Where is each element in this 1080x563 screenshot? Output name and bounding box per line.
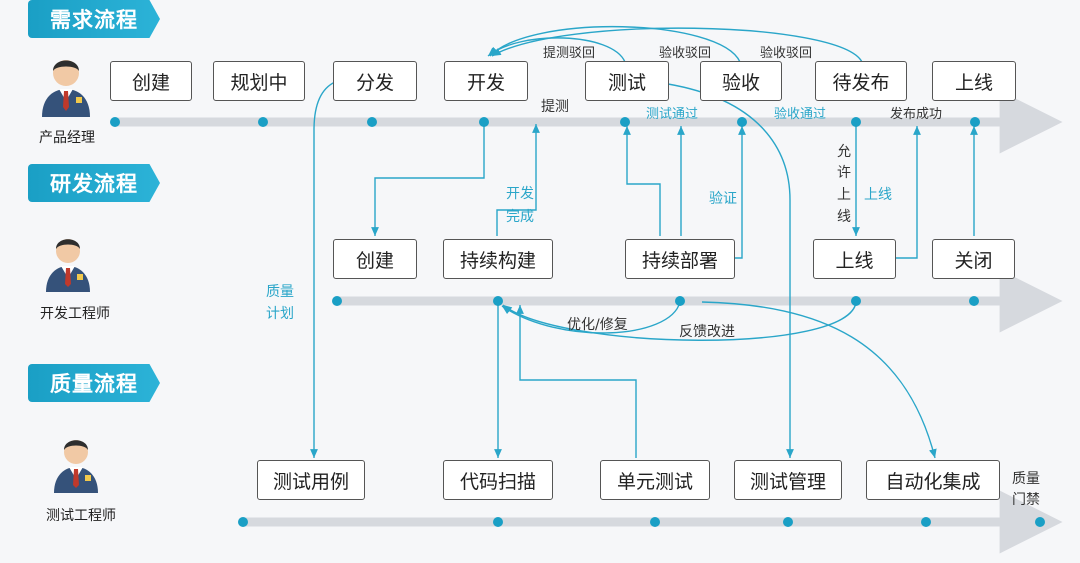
deploy-to-test-arrow <box>623 126 661 236</box>
dot-demand-dev <box>479 117 489 127</box>
node-demand-develop[interactable]: 开发 <box>444 61 528 101</box>
label-optimize-fix: 优化/修复 <box>567 317 628 333</box>
label-quality-gate-2: 门禁 <box>1012 492 1040 508</box>
label-submit-test: 提测 <box>541 99 569 115</box>
dot-demand-accept <box>737 117 747 127</box>
dot-dev-close <box>969 296 979 306</box>
node-quality-code-scan[interactable]: 代码扫描 <box>443 460 553 500</box>
dot-quality-auto <box>921 517 931 527</box>
dot-demand-release <box>851 117 861 127</box>
node-demand-test[interactable]: 测试 <box>585 61 669 101</box>
node-quality-unit-test[interactable]: 单元测试 <box>600 460 710 500</box>
dot-demand-create <box>110 117 120 127</box>
role-dev-engineer: 开发工程师 <box>40 306 110 322</box>
dot-quality-manage <box>783 517 793 527</box>
avatar-product-manager <box>42 60 90 117</box>
node-demand-create[interactable]: 创建 <box>110 61 192 101</box>
label-online: 上线 <box>864 187 892 203</box>
label-allow-online-4: 线 <box>837 209 851 225</box>
label-quality-gate-1: 质量 <box>1012 471 1040 487</box>
node-demand-online[interactable]: 上线 <box>932 61 1016 101</box>
node-dev-continuous-build[interactable]: 持续构建 <box>443 239 553 279</box>
dot-demand-test <box>620 117 630 127</box>
dot-demand-plan <box>258 117 268 127</box>
label-feedback-improve: 反馈改进 <box>679 324 735 340</box>
lane-title-demand: 需求流程 <box>28 0 160 38</box>
node-dev-create[interactable]: 创建 <box>333 239 417 279</box>
node-quality-test-cases[interactable]: 测试用例 <box>257 460 365 500</box>
role-product-manager: 产品经理 <box>39 130 95 146</box>
optimize-fix-arrow <box>501 301 681 334</box>
label-allow-online-1: 允 <box>837 144 851 160</box>
timeline-tracks <box>115 90 1063 554</box>
dot-demand-dispatch <box>367 117 377 127</box>
label-quality-plan-1: 质量 <box>266 284 294 300</box>
dot-quality-unit <box>650 517 660 527</box>
label-accept-pass: 验收通过 <box>774 107 827 122</box>
label-verify: 验证 <box>709 191 737 207</box>
node-quality-test-management[interactable]: 测试管理 <box>734 460 842 500</box>
quality-plan-arrow <box>310 81 336 458</box>
dev-start-arrow <box>371 122 485 236</box>
label-allow-online-3: 上 <box>837 187 851 203</box>
avatar-dev-engineer <box>46 239 90 292</box>
verify-arrow <box>735 126 746 259</box>
online-up-arrow <box>896 126 921 259</box>
dot-quality-gate <box>1035 517 1045 527</box>
dot-demand-online <box>970 117 980 127</box>
feedback-improve-arrow <box>502 301 857 341</box>
label-test-pass: 测试通过 <box>646 107 699 122</box>
label-test-reject: 提测驳回 <box>543 46 596 61</box>
dot-dev-build <box>493 296 503 306</box>
node-demand-accept[interactable]: 验收 <box>700 61 782 101</box>
dot-quality-start <box>238 517 248 527</box>
node-demand-dispatch[interactable]: 分发 <box>333 61 417 101</box>
node-demand-planning[interactable]: 规划中 <box>213 61 305 101</box>
label-accept-reject-1: 验收驳回 <box>659 46 712 61</box>
accept-reject-arrow-2 <box>491 27 863 63</box>
node-quality-automation[interactable]: 自动化集成 <box>866 460 1000 500</box>
label-accept-reject-2: 验收驳回 <box>760 46 813 61</box>
node-dev-close[interactable]: 关闭 <box>932 239 1015 279</box>
label-dev-done-1: 开发 <box>506 186 534 202</box>
dev-done-arrow <box>496 124 540 236</box>
node-dev-continuous-deploy[interactable]: 持续部署 <box>625 239 735 279</box>
label-dev-done-2: 完成 <box>506 209 534 225</box>
node-demand-pending-release[interactable]: 待发布 <box>815 61 907 101</box>
unit-test-feedback-arrow <box>516 305 637 458</box>
node-dev-online[interactable]: 上线 <box>813 239 896 279</box>
deploy-to-automation-arrow <box>701 301 937 459</box>
role-test-engineer: 测试工程师 <box>46 508 116 524</box>
label-quality-plan-2: 计划 <box>266 306 294 322</box>
dot-dev-deploy <box>675 296 685 306</box>
dot-quality-scan <box>493 517 503 527</box>
dot-dev-online <box>851 296 861 306</box>
lane-title-dev: 研发流程 <box>28 164 160 202</box>
lane-title-quality: 质量流程 <box>28 364 160 402</box>
label-allow-online-2: 许 <box>837 165 851 181</box>
avatar-test-engineer <box>54 440 98 493</box>
label-release-success: 发布成功 <box>890 107 943 122</box>
accept-reject-arrow-1 <box>489 26 741 63</box>
dot-dev-create <box>332 296 342 306</box>
track-dots <box>110 117 1045 527</box>
